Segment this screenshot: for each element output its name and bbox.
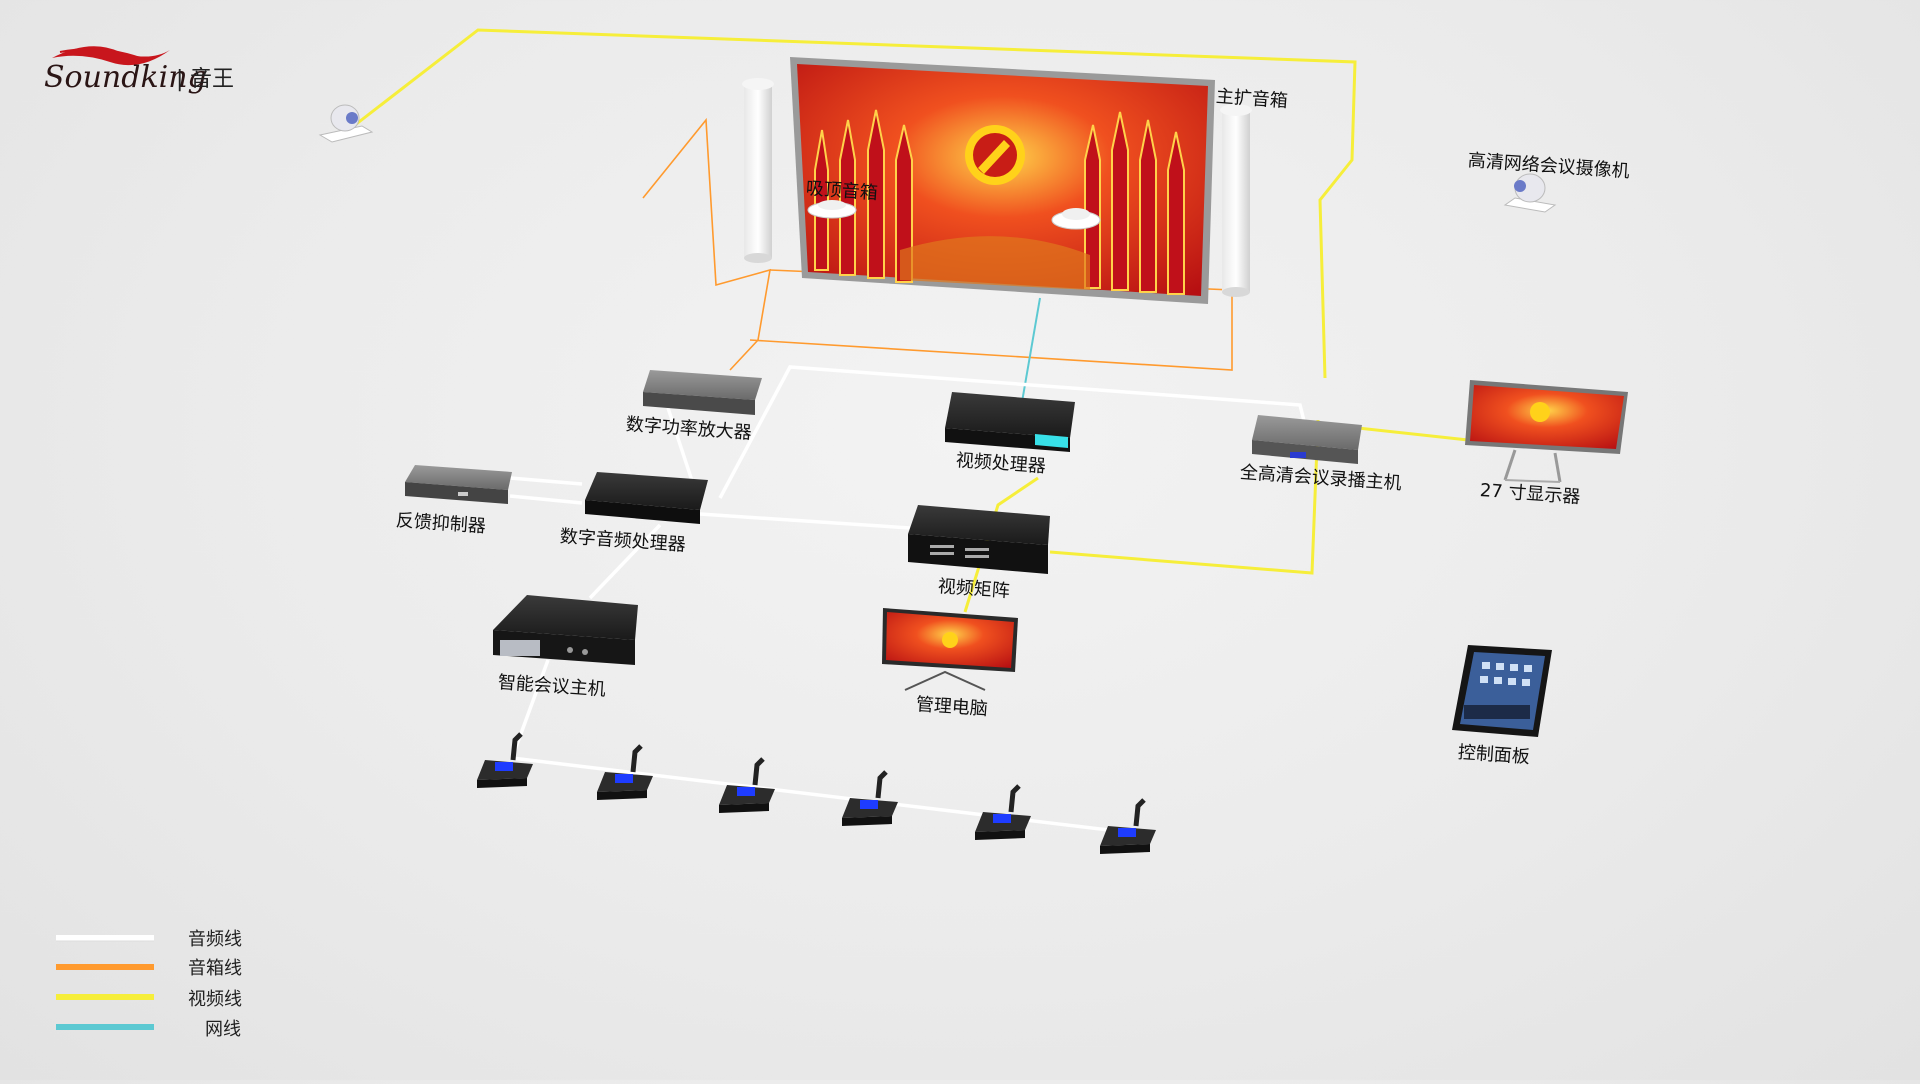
- microphone-icon: [597, 744, 653, 800]
- brand-name: Soundking: [44, 60, 207, 95]
- label-pc: 管理电脑: [915, 694, 989, 720]
- label-tablet: 控制面板: [1457, 742, 1531, 768]
- amplifier-device: [643, 370, 762, 415]
- legend-item-video: 视频线: [56, 989, 242, 1010]
- management-pc: [882, 608, 1018, 691]
- recorder-device: [1252, 415, 1362, 464]
- main-led-screen: [790, 57, 1215, 304]
- tablet-control-panel-icon: [1452, 645, 1552, 737]
- brand-cn: 音王: [190, 67, 234, 92]
- ceiling-speaker-right: [1051, 208, 1101, 230]
- brand-logo: Soundking | 音王: [44, 46, 234, 95]
- brand-swoosh-icon: [52, 46, 170, 66]
- label-main-speaker: 主扩音箱: [1215, 86, 1289, 112]
- microphone-icon: [719, 757, 775, 813]
- label-ceiling-speaker: 吸顶音箱: [805, 178, 879, 204]
- video-matrix-device: [908, 505, 1050, 574]
- conference-host-device: [493, 595, 638, 665]
- microphone-icon: [1100, 798, 1156, 854]
- brand-divider: |: [176, 67, 183, 92]
- microphone-units: [477, 732, 1156, 854]
- video-processor-device: [945, 392, 1075, 452]
- legend-label: 音箱线: [188, 958, 242, 979]
- monitor-27: [1465, 380, 1628, 483]
- camera-left-icon: [318, 104, 374, 143]
- video-lines: [354, 28, 1469, 613]
- microphone-icon: [842, 770, 898, 826]
- feedback-suppressor-device: [405, 465, 512, 504]
- legend-label: 视频线: [188, 989, 242, 1010]
- legend: 音频线 音箱线 视频线 网线: [56, 929, 242, 1040]
- main-speaker-left: [742, 78, 774, 263]
- camera-right-icon: [1503, 173, 1557, 213]
- dsp-device: [585, 472, 708, 524]
- ceiling-speaker-left: [807, 200, 857, 219]
- legend-item-speaker: 音箱线: [56, 958, 242, 979]
- microphone-icon: [477, 732, 533, 788]
- legend-item-network: 网线: [56, 1019, 241, 1040]
- microphone-icon: [975, 784, 1031, 840]
- label-video-matrix: 视频矩阵: [937, 576, 1011, 602]
- audio-lines: [509, 365, 1307, 837]
- legend-label: 网线: [205, 1019, 241, 1040]
- main-speaker-right: [1220, 104, 1252, 297]
- legend-item-audio: 音频线: [56, 929, 242, 950]
- legend-label: 音频线: [188, 929, 242, 950]
